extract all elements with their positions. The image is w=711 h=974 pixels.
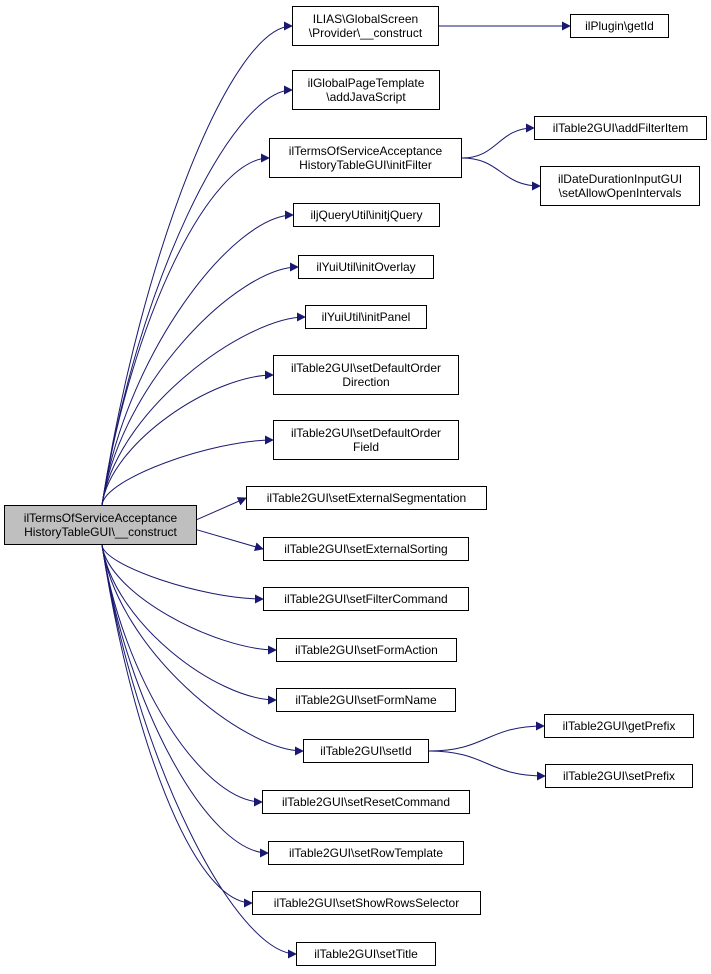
edge-root-to-n13 (101, 544, 277, 705)
node-label: ilTable2GUI\setFormName (295, 693, 437, 707)
node-label: ilGlobalPageTemplate \addJavaScript (307, 76, 425, 104)
node-label: ilTable2GUI\setTitle (314, 947, 418, 961)
edge-root-to-n5 (101, 262, 299, 506)
node-label: ilTable2GUI\setExternalSorting (284, 542, 448, 556)
node-iltable2gui-setexternalsorting[interactable]: ilTable2GUI\setExternalSorting (263, 537, 469, 561)
root-node-label: ilTermsOfServiceAcceptance HistoryTableG… (23, 511, 178, 539)
node-tos-history-initfilter[interactable]: ilTermsOfServiceAcceptance HistoryTableG… (269, 138, 462, 178)
node-label: iljQueryUtil\initjQuery (310, 208, 423, 222)
node-ilyuiutil-initoverlay[interactable]: ilYuiUtil\initOverlay (298, 255, 434, 279)
node-iltable2gui-setprefix[interactable]: ilTable2GUI\setPrefix (545, 764, 693, 788)
edge-root-to-n17 (101, 544, 253, 908)
node-label: ilTable2GUI\getPrefix (562, 719, 676, 733)
edge-root-to-n6 (101, 312, 306, 506)
node-iltable2gui-setexternalsegmentation[interactable]: ilTable2GUI\setExternalSegmentation (246, 486, 487, 510)
node-iltable2gui-getprefix[interactable]: ilTable2GUI\getPrefix (544, 714, 694, 738)
node-label: ilTable2GUI\setRowTemplate (288, 846, 444, 860)
edge-root-to-n10 (196, 529, 264, 552)
node-ilyuiutil-initpanel[interactable]: ilYuiUtil\initPanel (305, 305, 427, 329)
edge-n14-to-n14b (428, 750, 546, 781)
node-label: ilTable2GUI\setResetCommand (281, 795, 451, 809)
node-label: ilTable2GUI\setDefaultOrder Field (290, 426, 442, 454)
node-label: ilTable2GUI\setFilterCommand (284, 592, 448, 606)
node-label: ILIAS\GlobalScreen \Provider\__construct (308, 12, 423, 40)
node-iltable2gui-setformaction[interactable]: ilTable2GUI\setFormAction (276, 638, 457, 662)
node-ildatedurationinputgui-setallowopenintervals[interactable]: ilDateDurationInputGUI \setAllowOpenInte… (540, 166, 700, 206)
node-ilglobalpagetemplate-addjavascript[interactable]: ilGlobalPageTemplate \addJavaScript (292, 70, 440, 110)
edge-n3-to-n3b (461, 157, 541, 191)
node-ilplugin-getid[interactable]: ilPlugin\getId (570, 14, 669, 38)
node-iltable2gui-setdefaultorderdirection[interactable]: ilTable2GUI\setDefaultOrder Direction (273, 355, 459, 395)
node-iltable2gui-setfiltercommand[interactable]: ilTable2GUI\setFilterCommand (263, 587, 469, 611)
node-label: ilTable2GUI\setPrefix (562, 769, 676, 783)
node-iljqueryutil-initjquery[interactable]: iljQueryUtil\initjQuery (293, 203, 440, 227)
node-label: ilTable2GUI\setExternalSegmentation (266, 491, 467, 505)
node-label: ilTable2GUI\setId (320, 744, 412, 758)
node-iltable2gui-setshowrowsselector[interactable]: ilTable2GUI\setShowRowsSelector (252, 891, 481, 915)
node-label: ilTable2GUI\setFormAction (295, 643, 438, 657)
edge-root-to-n18 (101, 544, 297, 959)
node-iltable2gui-setid[interactable]: ilTable2GUI\setId (303, 739, 429, 763)
edge-root-to-n3 (101, 153, 270, 506)
node-globalscreen-provider-construct[interactable]: ILIAS\GlobalScreen \Provider\__construct (292, 6, 439, 46)
edge-root-to-n12 (101, 544, 277, 655)
edge-n3-to-n3a (461, 123, 535, 159)
node-iltable2gui-setrowtemplate[interactable]: ilTable2GUI\setRowTemplate (268, 841, 464, 865)
node-label: ilTable2GUI\setDefaultOrder Direction (290, 361, 442, 389)
edge-root-to-n15 (101, 544, 263, 807)
node-iltable2gui-setdefaultorderfield[interactable]: ilTable2GUI\setDefaultOrder Field (273, 420, 459, 460)
node-label: ilYuiUtil\initPanel (321, 310, 411, 324)
edge-root-to-n7 (101, 370, 274, 506)
node-label: ilPlugin\getId (585, 19, 654, 33)
edge-root-to-n4 (101, 210, 294, 506)
node-iltable2gui-settitle[interactable]: ilTable2GUI\setTitle (296, 942, 436, 966)
edge-root-to-n8 (101, 435, 274, 506)
edge-root-to-n1 (101, 21, 293, 506)
node-label: ilDateDurationInputGUI \setAllowOpenInte… (557, 172, 683, 200)
node-iltable2gui-setformname[interactable]: ilTable2GUI\setFormName (276, 688, 456, 712)
edge-root-to-n9 (196, 497, 247, 521)
node-iltable2gui-addfilteritem[interactable]: ilTable2GUI\addFilterItem (534, 116, 707, 140)
node-label: ilYuiUtil\initOverlay (316, 260, 416, 274)
edge-root-to-n14 (101, 544, 304, 756)
edge-n14-to-n14a (428, 721, 545, 752)
edge-root-to-n16 (101, 544, 269, 858)
root-node: ilTermsOfServiceAcceptance HistoryTableG… (4, 505, 197, 545)
node-iltable2gui-setresetcommand[interactable]: ilTable2GUI\setResetCommand (262, 790, 470, 814)
node-label: ilTable2GUI\addFilterItem (552, 121, 689, 135)
node-label: ilTable2GUI\setShowRowsSelector (273, 896, 460, 910)
node-label: ilTermsOfServiceAcceptance HistoryTableG… (288, 144, 443, 172)
edge-root-to-n11 (101, 544, 264, 604)
